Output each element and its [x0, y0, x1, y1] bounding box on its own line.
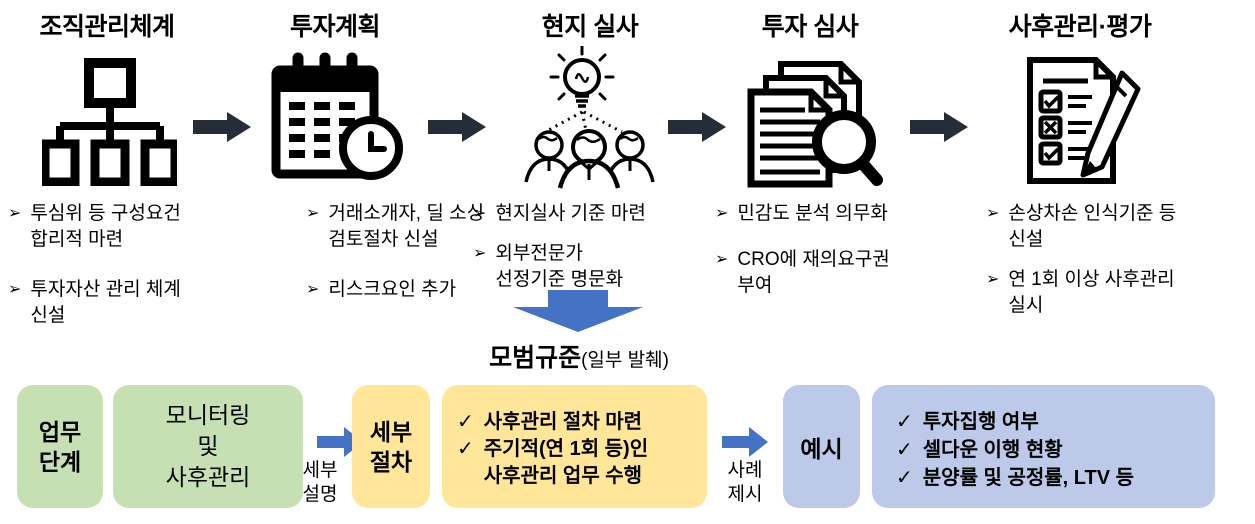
- example-header-box: 예시: [783, 385, 860, 508]
- down-arrow-icon: [513, 290, 643, 332]
- flow-arrow-1-label: 세부 설명: [302, 460, 338, 505]
- example-items-box: ✓ 투자집행 여부 ✓ 셀다운 이행 현황 ✓ 분양률 및 공정률, LTV 등: [872, 385, 1215, 508]
- org-chart-icon: [42, 58, 177, 186]
- document-review-icon: [747, 61, 883, 188]
- arrowhead-bullet-icon: ➢: [473, 205, 487, 222]
- step-title-3: 현지 실사: [541, 13, 639, 41]
- list-item: ✓ 셀다운 이행 현황: [896, 436, 1063, 464]
- step-arrow-1: [193, 112, 251, 142]
- list-item: ➢ 리스크요인 추가: [306, 277, 594, 303]
- list-item: ➢ 손상차손 인식기준 등 신설: [986, 203, 1177, 250]
- calendar-clock-icon: [271, 52, 403, 180]
- list-item: ➢ CRO에 재의요구권 부여: [715, 249, 890, 296]
- stage-value-box: 모니터링 및 사후관리: [113, 385, 303, 508]
- check-icon: ✓: [457, 438, 474, 460]
- step-bullets-2: ➢ 거래소개자, 딜 소싱 검토절차 신설 ➢ 리스크요인 추가: [306, 201, 594, 327]
- arrowhead-bullet-icon: ➢: [986, 205, 1000, 222]
- stage-header-box: 업무 단계: [17, 385, 103, 508]
- checklist-pencil-icon: [1027, 57, 1141, 184]
- section-title-main: 모범규준: [489, 344, 582, 372]
- team-idea-icon: [524, 46, 655, 189]
- arrowhead-bullet-icon: ➢: [473, 245, 487, 262]
- step-title-1: 조직관리체계: [39, 13, 175, 41]
- flow-arrow-2: [722, 427, 768, 457]
- arrowhead-bullet-icon: ➢: [306, 205, 320, 222]
- arrowhead-bullet-icon: ➢: [306, 281, 320, 298]
- check-icon: ✓: [457, 411, 474, 433]
- step-title-4: 투자 심사: [761, 13, 859, 41]
- step-bullets-4: ➢ 민감도 분석 의무화 ➢ CRO에 재의요구권 부여: [715, 201, 1007, 319]
- check-icon: ✓: [896, 438, 913, 461]
- flow-arrow-1: [317, 427, 363, 457]
- section-title-suffix: (일부 발췌): [581, 350, 669, 371]
- flow-arrow-2-label: 사례 제시: [727, 460, 763, 505]
- list-item: ➢ 외부전문가 선정기준 명문화: [473, 243, 624, 290]
- list-item: ✓ 투자집행 여부: [896, 408, 1039, 436]
- list-item: ➢ 거래소개자, 딜 소싱 검토절차 신설: [306, 203, 485, 250]
- step-title-2: 투자계획: [289, 13, 381, 41]
- detail-header-box: 세부 절차: [352, 385, 430, 508]
- list-item: ➢ 민감도 분석 의무화: [715, 201, 1007, 227]
- step-title-5: 사후관리·평가: [1008, 13, 1152, 41]
- check-icon: ✓: [896, 466, 913, 489]
- arrowhead-bullet-icon: ➢: [8, 205, 22, 222]
- step-bullets-1: ➢ 투심위 등 구성요건 합리적 마련 ➢ 투자자산 관리 체계 신설: [8, 201, 300, 353]
- step-arrow-4: [910, 112, 968, 142]
- list-item: ➢ 연 1회 이상 사후관리 실시: [986, 269, 1175, 316]
- step-arrow-2: [428, 112, 486, 142]
- list-item: ✓ 분양률 및 공정률, LTV 등: [896, 464, 1134, 492]
- section-title: 모범규준(일부 발췌): [418, 338, 740, 374]
- arrowhead-bullet-icon: ➢: [8, 281, 22, 298]
- step-arrow-3: [668, 112, 726, 142]
- list-item: ✓ 사후관리 절차 마련: [457, 409, 642, 436]
- step-bullets-5: ➢ 손상차손 인식기준 등 신설 ➢ 연 1회 이상 사후관리 실시: [986, 201, 1255, 333]
- list-item: ✓ 주기적(연 1회 등)인 사후관리 업무 수행: [457, 438, 649, 487]
- list-item: ➢ 투심위 등 구성요건 합리적 마련: [8, 203, 181, 250]
- step-bullets-3: ➢ 현지실사 기준 마련 ➢ 외부전문가 선정기준 명문화: [473, 201, 773, 307]
- detail-items-box: ✓ 사후관리 절차 마련 ✓ 주기적(연 1회 등)인 사후관리 업무 수행: [442, 385, 707, 508]
- arrowhead-bullet-icon: ➢: [986, 271, 1000, 288]
- list-item: ➢ 투자자산 관리 체계 신설: [8, 279, 181, 326]
- list-item: ➢ 현지실사 기준 마련: [473, 201, 773, 227]
- arrowhead-bullet-icon: ➢: [715, 251, 729, 268]
- check-icon: ✓: [896, 410, 913, 433]
- arrowhead-bullet-icon: ➢: [715, 205, 729, 222]
